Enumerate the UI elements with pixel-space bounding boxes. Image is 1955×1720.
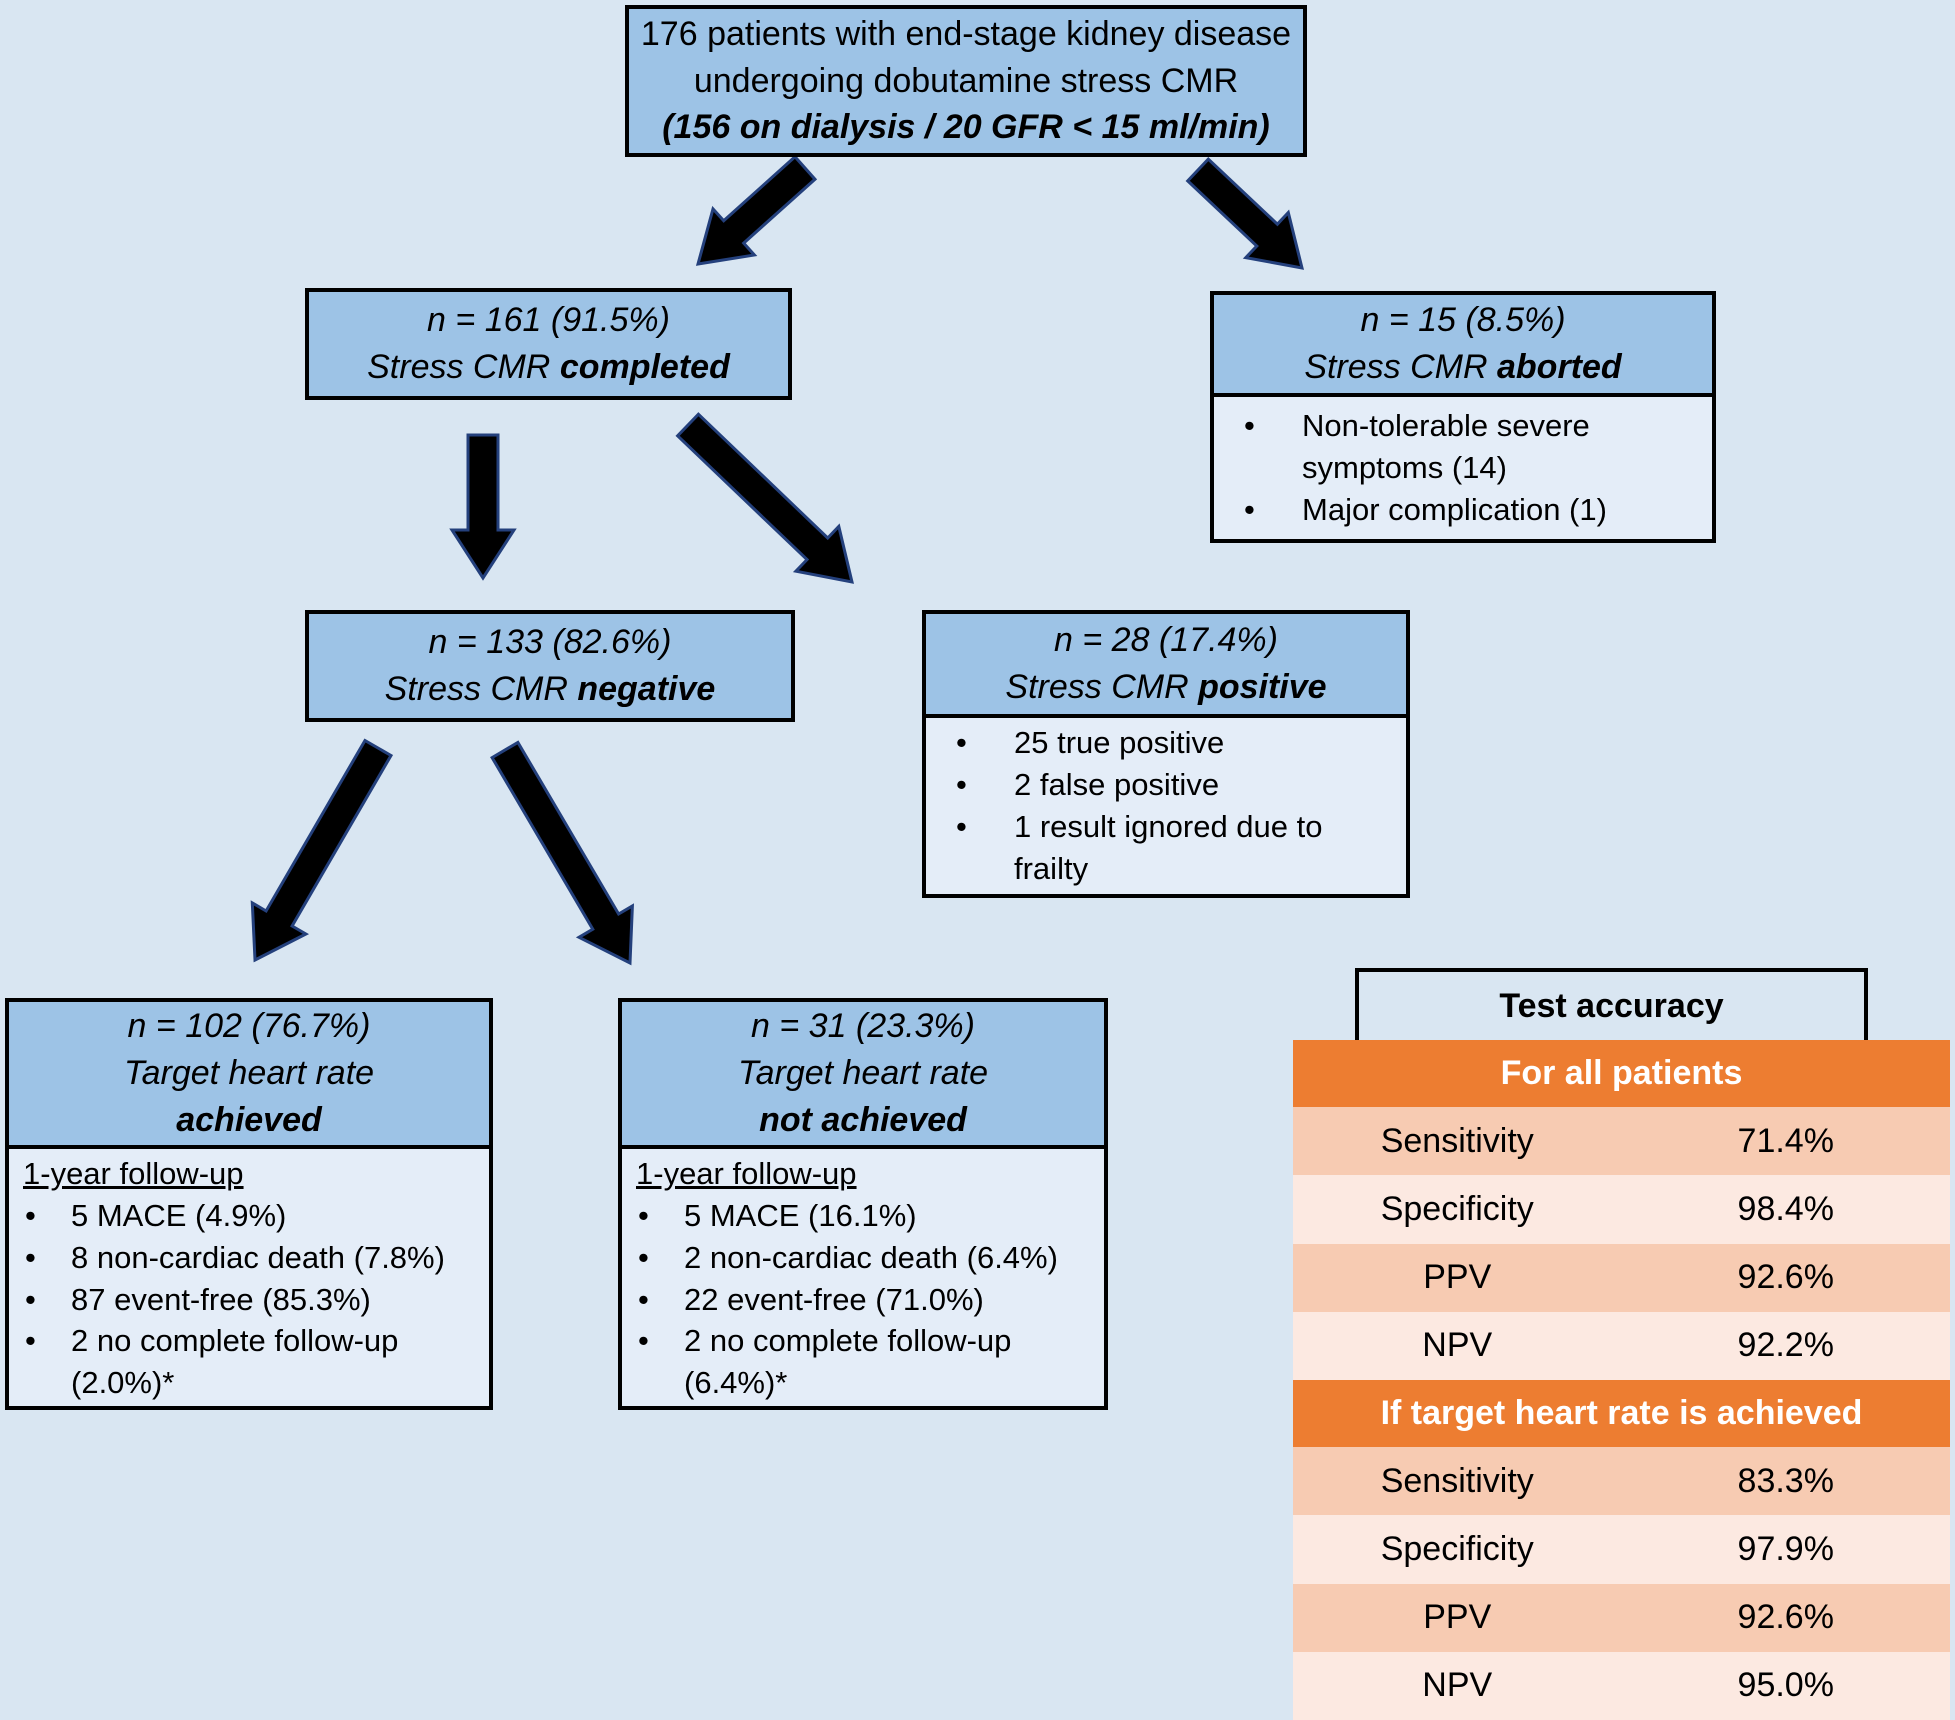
metric-label: Specificity [1380,1189,1534,1228]
accuracy-section-header: If target heart rate is achieved [1293,1380,1950,1447]
positive-header: n = 28 (17.4%) Stress CMR positive [926,614,1406,718]
table-row: Sensitivity 71.4% [1293,1107,1950,1176]
list-item: 2 no complete follow-up (6.4%)* [622,1320,1104,1404]
list-item: 2 false positive [926,764,1406,806]
achieved-followup: 1-year follow-up 5 MACE (4.9%) 8 non-car… [9,1149,489,1406]
metric-value: 92.2% [1737,1326,1834,1365]
table-row: NPV 95.0% [1293,1651,1950,1720]
root-line-1: 176 patients with end-stage kidney disea… [640,14,1292,53]
arrow-completed-to-negative [449,433,517,581]
metric-label: PPV [1423,1258,1492,1297]
metric-value: 92.6% [1737,1598,1834,1637]
not-achieved-followup: 1-year follow-up 5 MACE (16.1%) 2 non-ca… [622,1149,1104,1406]
achieved-label-emph: achieved [176,1100,322,1139]
node-thr-achieved: n = 102 (76.7%) Target heart rate achiev… [5,998,493,1410]
accuracy-table-title: Test accuracy [1355,968,1868,1050]
list-item: Major complication (1) [1214,489,1712,531]
followup-title: 1-year follow-up [23,1156,244,1191]
node-cmr-aborted: n = 15 (8.5%) Stress CMR aborted Non-tol… [1210,291,1716,543]
followup-title: 1-year follow-up [636,1156,857,1191]
completed-n-line: n = 161 (91.5%) [427,301,670,340]
accuracy-table: For all patients Sensitivity 71.4% Speci… [1293,1040,1950,1720]
positive-n-line: n = 28 (17.4%) [1054,621,1278,660]
table-row: Specificity 98.4% [1293,1175,1950,1244]
achieved-label: Target heart rate [123,1054,375,1093]
metric-label: Specificity [1380,1529,1534,1568]
aborted-header: n = 15 (8.5%) Stress CMR aborted [1214,295,1712,397]
accuracy-section-header: For all patients [1293,1040,1950,1107]
metric-value: 71.4% [1737,1121,1834,1160]
arrow-root-to-completed [695,154,818,266]
arrow-negative-to-notachieved [490,740,635,966]
list-item: 22 event-free (71.0%) [622,1279,1104,1321]
metric-label: NPV [1422,1326,1493,1365]
metric-value: 95.0% [1737,1666,1834,1705]
achieved-header: n = 102 (76.7%) Target heart rate achiev… [9,1002,489,1149]
negative-label: Stress CMR negative [384,670,716,708]
list-item: Non-tolerable severe symptoms (14) [1214,405,1712,489]
node-cmr-negative: n = 133 (82.6%) Stress CMR negative [305,610,795,722]
not-achieved-header: n = 31 (23.3%) Target heart rate not ach… [622,1002,1104,1149]
not-achieved-n-line: n = 31 (23.3%) [751,1007,975,1046]
metric-value: 83.3% [1737,1461,1834,1500]
arrow-root-to-aborted [1185,156,1305,270]
achieved-n-line: n = 102 (76.7%) [127,1007,371,1046]
list-item: 25 true positive [926,722,1406,764]
metric-label: Sensitivity [1380,1461,1534,1500]
metric-value: 98.4% [1737,1189,1834,1228]
node-thr-not-achieved: n = 31 (23.3%) Target heart rate not ach… [618,998,1108,1410]
arrow-completed-to-positive [675,412,854,584]
not-achieved-label-emph: not achieved [759,1100,967,1139]
list-item: 2 no complete follow-up (2.0%)* [9,1320,489,1404]
metric-label: Sensitivity [1380,1121,1534,1160]
list-item: 1 result ignored due to frailty [926,806,1406,890]
list-item: 87 event-free (85.3%) [9,1279,489,1321]
table-row: PPV 92.6% [1293,1583,1950,1652]
completed-label: Stress CMR completed [367,348,730,386]
arrow-negative-to-achieved [250,738,394,963]
list-item: 5 MACE (4.9%) [9,1195,489,1237]
root-line-2: undergoing dobutamine stress CMR [693,61,1239,100]
list-item: 8 non-cardiac death (7.8%) [9,1237,489,1279]
list-item: 5 MACE (16.1%) [622,1195,1104,1237]
aborted-details: Non-tolerable severe symptoms (14) Major… [1214,397,1712,539]
positive-label: Stress CMR positive [1005,668,1327,706]
metric-value: 92.6% [1737,1258,1834,1297]
table-row: PPV 92.6% [1293,1243,1950,1312]
node-cmr-positive: n = 28 (17.4%) Stress CMR positive 25 tr… [922,610,1410,898]
aborted-label: Stress CMR aborted [1304,348,1622,386]
node-root-population: 176 patients with end-stage kidney disea… [625,5,1307,157]
table-row: NPV 92.2% [1293,1311,1950,1380]
node-cmr-completed: n = 161 (91.5%) Stress CMR completed [305,288,792,400]
positive-details: 25 true positive 2 false positive 1 resu… [926,718,1406,894]
list-item: 2 non-cardiac death (6.4%) [622,1237,1104,1279]
metric-label: NPV [1422,1666,1493,1705]
aborted-n-line: n = 15 (8.5%) [1360,301,1566,340]
negative-n-line: n = 133 (82.6%) [428,623,672,662]
table-row: Specificity 97.9% [1293,1515,1950,1584]
table-row: Sensitivity 83.3% [1293,1447,1950,1516]
metric-value: 97.9% [1737,1529,1834,1568]
metric-label: PPV [1423,1598,1492,1637]
root-line-3: (156 on dialysis / 20 GFR < 15 ml/min) [662,108,1270,147]
not-achieved-label: Target heart rate [737,1054,989,1093]
